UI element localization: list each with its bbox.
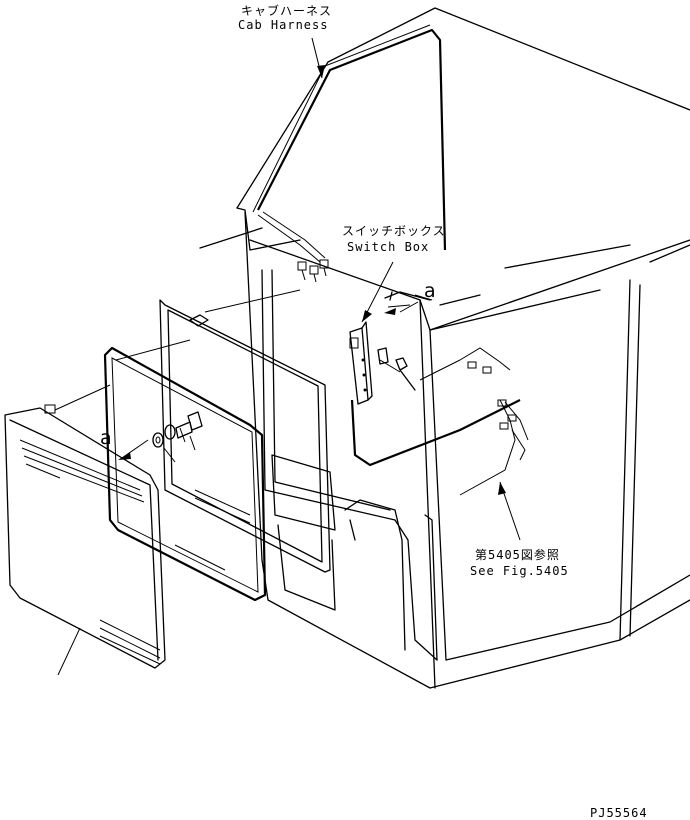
cab-harness-wire bbox=[252, 24, 447, 283]
figure-reference-en: See Fig.5405 bbox=[470, 564, 569, 578]
callout-a-lower: a bbox=[100, 427, 112, 449]
cab-body bbox=[199, 7, 690, 689]
window-frame-rear bbox=[159, 289, 331, 573]
switch-box-label-jp: スイッチボックス bbox=[342, 224, 446, 238]
fastener-hardware bbox=[118, 411, 203, 463]
callout-a-upper: a bbox=[424, 280, 436, 302]
switch-box-assembly bbox=[349, 261, 529, 541]
cab-harness-label-en: Cab Harness bbox=[238, 18, 329, 32]
window-glass-panel bbox=[4, 384, 251, 676]
figure-reference-jp: 第5405図参照 bbox=[475, 548, 560, 562]
window-gasket bbox=[103, 339, 267, 602]
part-code: PJ55564 bbox=[590, 806, 648, 820]
switch-box-label-en: Switch Box bbox=[347, 240, 430, 254]
cab-harness-label-jp: キャブハーネス bbox=[241, 4, 333, 18]
